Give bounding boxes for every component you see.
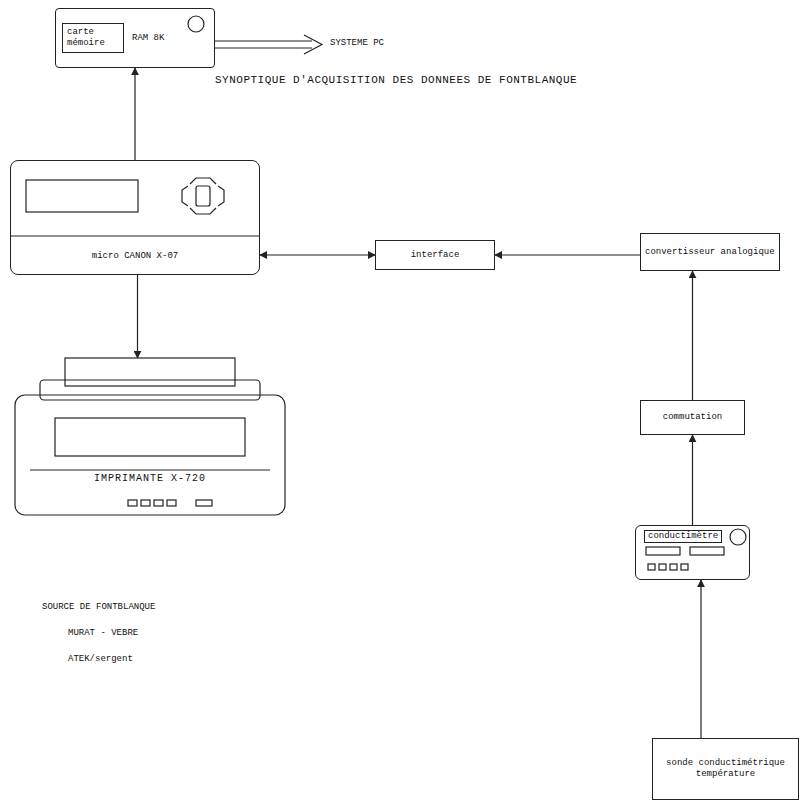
node-text: commutation — [663, 412, 722, 423]
knob-symbol — [730, 529, 746, 545]
meter-button — [648, 564, 655, 570]
keypad-symbol — [190, 208, 216, 214]
printer-button — [196, 500, 212, 506]
printer-button — [154, 500, 163, 506]
flow-arrow — [692, 271, 693, 400]
process-box: interface — [375, 240, 495, 270]
process-box: convertisseur analogique — [640, 233, 780, 271]
meter-button — [659, 564, 666, 570]
flow-arrow — [495, 254, 640, 255]
process-box: commutation — [640, 400, 745, 435]
sensor-box: sonde conductimétrique température — [652, 738, 799, 800]
node-text: convertisseur analogique — [645, 247, 775, 258]
printer-device: IMPRIMANTE X-720 — [15, 358, 285, 515]
node-text: sonde conductimétrique température — [657, 758, 794, 780]
display-symbol — [690, 547, 724, 555]
meter-button — [681, 564, 688, 570]
computer-box: micro CANON X-07 — [10, 160, 260, 275]
display-symbol — [646, 547, 680, 555]
node-text: conductimètre — [644, 530, 722, 543]
printer-button — [141, 500, 150, 506]
node-text: RAM 8K — [132, 33, 164, 44]
flow-arrow — [260, 254, 375, 255]
double-arrow-line — [215, 40, 312, 41]
note-text: ATEK/sergent — [68, 654, 133, 664]
node-text: carte mémoire — [62, 23, 124, 53]
meter-device: conductimètre — [635, 525, 750, 580]
keypad-symbol — [190, 178, 216, 184]
printer-button — [128, 500, 137, 506]
note-text: MURAT - VEBRE — [68, 628, 138, 638]
double-arrow-line — [215, 47, 312, 48]
flow-arrow — [700, 580, 701, 738]
node-text: interface — [411, 250, 460, 261]
system-label: SYSTEME PC — [330, 38, 384, 48]
keypad-symbol — [182, 186, 188, 206]
printer-button — [167, 500, 176, 506]
flow-arrow — [137, 275, 138, 358]
screen-symbol — [26, 180, 138, 212]
double-arrow-head — [304, 35, 322, 54]
flow-arrow — [692, 435, 693, 525]
panel-line — [10, 235, 260, 236]
printer-line — [30, 469, 270, 470]
printer-body — [15, 395, 285, 515]
keypad-symbol — [218, 186, 224, 206]
printer-paper — [65, 358, 235, 386]
memory-card-unit: carte mémoire RAM 8K — [55, 8, 215, 68]
diagram-title: SYNOPTIQUE D'ACQUISITION DES DONNEES DE … — [215, 74, 577, 86]
node-text: micro CANON X-07 — [92, 251, 178, 262]
knob-symbol — [188, 16, 204, 32]
note-text: SOURCE DE FONTBLANQUE — [42, 602, 155, 612]
keypad-symbol — [196, 186, 210, 206]
printer-back — [40, 380, 260, 400]
printer-window — [55, 418, 245, 456]
flow-arrow — [134, 68, 135, 160]
meter-button — [670, 564, 677, 570]
node-text: IMPRIMANTE X-720 — [94, 473, 206, 485]
